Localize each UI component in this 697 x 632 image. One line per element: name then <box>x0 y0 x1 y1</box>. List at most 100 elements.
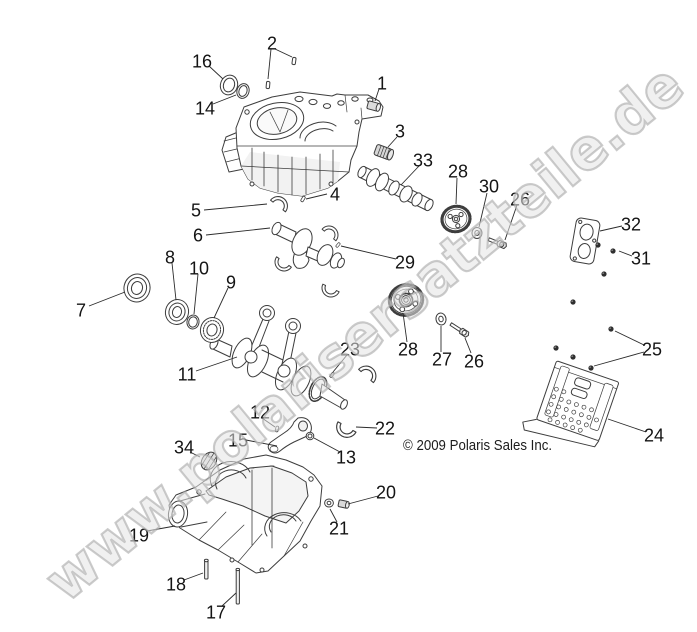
callout-leader-6 <box>205 227 271 236</box>
callout-leader-15 <box>245 439 278 447</box>
callout-leader-10 <box>193 273 199 315</box>
stud-17 <box>235 567 241 605</box>
plug-34 <box>200 451 218 471</box>
callout-label-5: 5 <box>191 201 201 221</box>
plug-1 <box>366 100 382 112</box>
callout-leader-13 <box>313 437 341 453</box>
callout-label-6: 6 <box>193 226 203 246</box>
callout-label-23: 23 <box>340 340 360 360</box>
callout-label-11: 11 <box>178 365 197 385</box>
camshaft <box>357 165 434 212</box>
callout-label-7: 7 <box>76 301 86 321</box>
callout-leader-26 <box>464 337 472 354</box>
seal-7 <box>123 273 151 303</box>
callout-leader-2 <box>267 48 272 80</box>
bolt-26b <box>449 322 470 338</box>
balance-shaft <box>271 221 345 269</box>
callout-label-15: 15 <box>228 431 248 451</box>
small-bolt <box>553 345 559 351</box>
bearing-shell-22 <box>332 421 357 442</box>
small-bolt <box>601 271 607 277</box>
plug-20 <box>337 499 350 509</box>
callout-label-2: 2 <box>267 34 277 54</box>
callout-label-29: 29 <box>395 253 415 273</box>
callout-label-27: 27 <box>432 350 452 370</box>
callout-leader-34 <box>189 451 201 458</box>
bearing-shell-5 <box>270 192 292 213</box>
callout-leader-17 <box>221 592 237 607</box>
gasket-32 <box>569 217 601 265</box>
callout-label-34: 34 <box>174 438 194 458</box>
callout-leader-14 <box>212 94 237 105</box>
callout-label-17: 17 <box>206 603 226 623</box>
callout-label-25: 25 <box>642 340 662 360</box>
callout-label-24: 24 <box>644 426 664 446</box>
callout-leader-7 <box>88 291 126 307</box>
small-bolt <box>570 299 576 305</box>
bearing-shell-balance-left <box>270 256 292 276</box>
callout-leader-25 <box>614 330 645 346</box>
callout-label-10: 10 <box>189 259 209 279</box>
callout-leader-9 <box>213 287 229 319</box>
cam-gear <box>440 204 472 234</box>
callout-label-14: 14 <box>195 99 215 119</box>
baffle-plate-24 <box>522 360 619 448</box>
seal-8 <box>164 299 190 325</box>
callout-label-26: 26 <box>464 352 484 372</box>
callout-label-8: 8 <box>165 248 175 268</box>
callout-leader-32 <box>599 225 623 232</box>
callout-leader-25 <box>593 351 645 367</box>
callout-leader-5 <box>203 203 268 211</box>
callout-label-28: 28 <box>398 340 418 360</box>
callout-leader-19 <box>146 525 176 532</box>
callout-leader-4 <box>305 193 328 200</box>
callout-label-4: 4 <box>330 185 340 205</box>
callout-leader-31 <box>618 250 633 257</box>
bolt-26a <box>487 237 507 250</box>
callout-leader-12 <box>261 417 276 428</box>
callout-leader-18 <box>183 572 204 581</box>
callout-leader-20 <box>347 495 379 505</box>
bearing-shell-balance-bottom <box>318 283 340 301</box>
callout-leader-8 <box>171 262 177 301</box>
copyright-text: © 2009 Polaris Sales Inc. <box>403 437 552 454</box>
callout-label-18: 18 <box>166 575 186 595</box>
callout-leader-23 <box>332 354 348 373</box>
bearing-9 <box>199 317 225 343</box>
washer-21 <box>324 498 334 508</box>
watermark-text: www.polarisersatzteile.de <box>33 52 696 615</box>
callout-label-1: 1 <box>377 74 387 94</box>
callout-label-31: 31 <box>631 249 651 269</box>
upper-crankcase <box>221 91 384 197</box>
plug-3 <box>373 144 395 161</box>
o-ring-10 <box>186 314 200 330</box>
callout-leader-28 <box>402 312 408 343</box>
callout-leader-26 <box>504 204 518 241</box>
callout-leader-30 <box>478 192 488 228</box>
small-bolt <box>570 354 576 360</box>
callouts-layer: 1234567891011121314151617181920212223242… <box>76 34 664 623</box>
pin-29 <box>335 241 341 249</box>
callout-leader-1 <box>374 88 380 102</box>
stud-18 <box>203 558 209 580</box>
callout-label-33: 33 <box>413 151 433 171</box>
callout-leader-29 <box>340 245 397 260</box>
callout-leader-2 <box>274 48 293 58</box>
bearing-shell-balance-top <box>321 221 343 242</box>
callout-label-22: 22 <box>375 419 395 439</box>
crank-gear <box>387 283 425 317</box>
callout-leader-3 <box>387 136 398 148</box>
oil-seal-16 <box>219 74 239 96</box>
callout-leader-28 <box>455 177 458 205</box>
callout-label-28: 28 <box>448 162 468 182</box>
washer-27 <box>435 312 447 326</box>
o-ring-13 <box>305 431 315 441</box>
callout-leader-22 <box>355 426 378 429</box>
bolt-25b <box>588 365 594 371</box>
bolt-31 <box>610 248 616 254</box>
callout-leader-33 <box>400 165 420 186</box>
callout-leader-24 <box>607 418 647 433</box>
callout-label-13: 13 <box>336 448 356 468</box>
